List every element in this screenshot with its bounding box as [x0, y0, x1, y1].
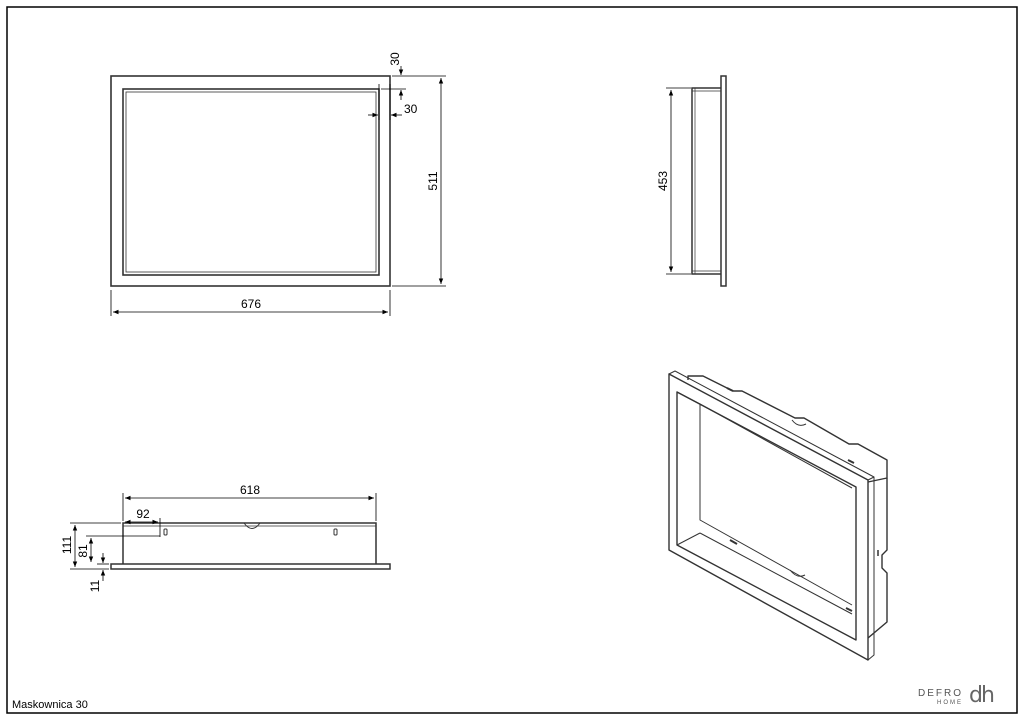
iso-frame-inner [676, 391, 857, 641]
dim-top-inner: 81 [76, 544, 90, 558]
side-flange [720, 75, 727, 287]
sheet-border [6, 6, 1018, 714]
dim-frame-top: 30 [388, 52, 402, 66]
top-notch [243, 522, 261, 529]
iso-notch-top [791, 419, 807, 426]
front-view [110, 75, 391, 287]
side-dimensions [666, 87, 691, 275]
iso-body-top [687, 375, 888, 483]
dim-front-height: 511 [426, 171, 440, 190]
dim-side-height: 453 [656, 171, 670, 191]
brand-subname: HOME [937, 700, 963, 706]
top-dimensions [70, 493, 377, 581]
top-view [110, 522, 391, 570]
dim-top-width: 618 [240, 483, 260, 497]
isometric-view [668, 370, 888, 661]
top-body [122, 522, 377, 564]
front-dimensions [110, 66, 446, 316]
drawing-caption: Maskownica 30 [12, 699, 88, 711]
dim-top-flange: 11 [88, 579, 102, 592]
side-body [691, 87, 721, 275]
iso-body-right [867, 478, 888, 639]
front-inner-frame [122, 88, 380, 276]
iso-inner-back [699, 404, 853, 606]
iso-frame-outer [668, 373, 869, 661]
front-inner-frame-2 [125, 91, 377, 273]
top-slot-left [163, 528, 168, 536]
front-outer-frame [110, 75, 391, 287]
side-view [691, 75, 727, 287]
brand-logo: DEFRO HOME dh [918, 683, 995, 708]
brand-logo-text: DEFRO HOME [918, 688, 963, 707]
brand-name: DEFRO [918, 688, 963, 699]
top-flange [110, 563, 391, 570]
dim-top-depth: 111 [60, 536, 74, 555]
top-slot-right [333, 528, 338, 536]
iso-notch-bottom [789, 569, 806, 577]
dim-front-width: 676 [241, 297, 261, 311]
brand-mark-icon: dh [969, 683, 995, 708]
dim-frame-side: 30 [404, 102, 418, 116]
dim-top-offset: 92 [136, 507, 150, 521]
